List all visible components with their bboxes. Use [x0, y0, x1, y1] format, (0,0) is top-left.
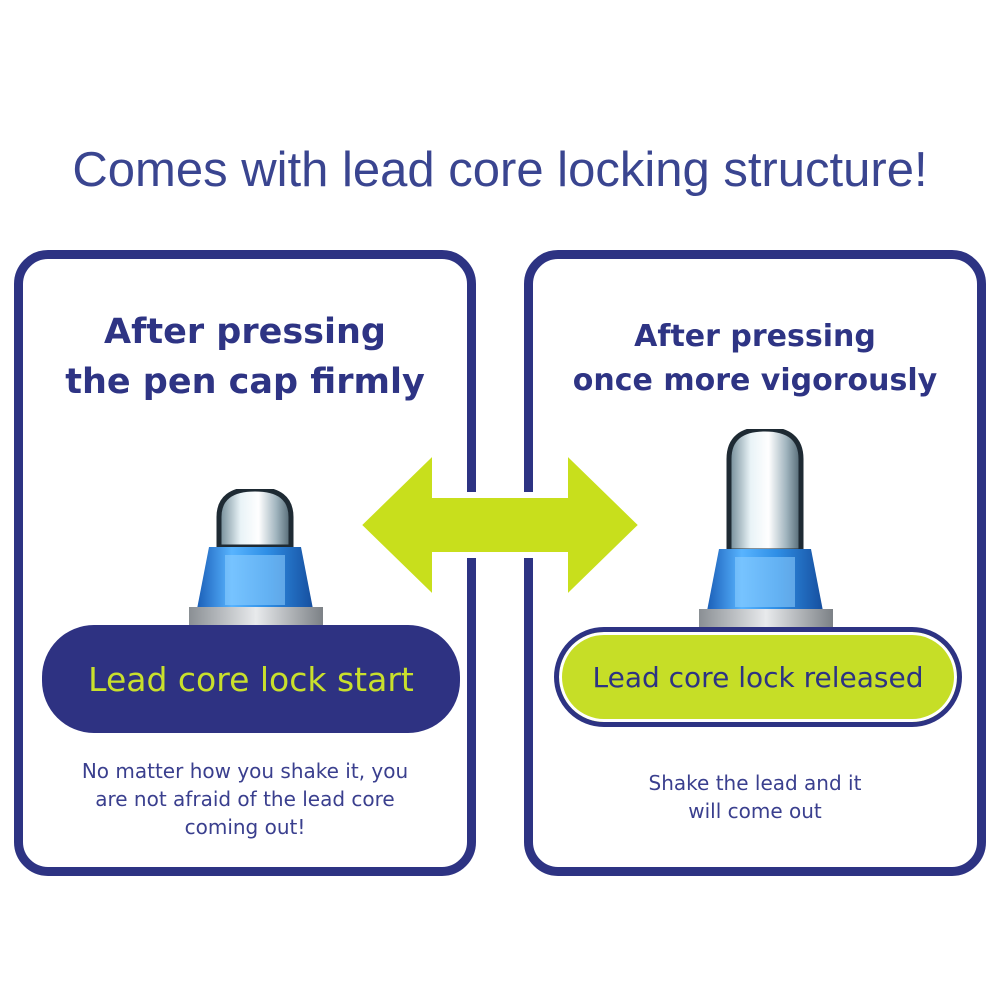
description-line: are not afraid of the lead core: [95, 787, 395, 811]
lock-released-badge: Lead core lock released: [554, 627, 962, 727]
panel-title-line: the pen cap firmly: [65, 362, 425, 402]
lock-start-description: No matter how you shake it, you are not …: [23, 757, 467, 841]
lock-start-badge: Lead core lock start: [42, 625, 460, 733]
double-headed-arrow-icon: [353, 442, 647, 608]
description-line: Shake the lead and it: [648, 771, 862, 795]
headline: Comes with lead core locking structure!: [72, 143, 928, 197]
description-line: will come out: [688, 799, 822, 823]
pen-tip-icon: [699, 429, 833, 631]
description-line: No matter how you shake it, you: [81, 759, 409, 783]
description-line: coming out!: [184, 815, 306, 839]
pen-tip-icon: [189, 489, 323, 629]
panel-title-line: once more vigorously: [572, 363, 938, 398]
lock-released-description: Shake the lead and it will come out: [533, 769, 977, 825]
panel-title-line: After pressing: [104, 312, 386, 352]
panel-title: After pressing once more vigorously: [533, 315, 977, 403]
panel-title-line: After pressing: [634, 319, 876, 354]
panel-title: After pressing the pen cap firmly: [23, 307, 467, 407]
